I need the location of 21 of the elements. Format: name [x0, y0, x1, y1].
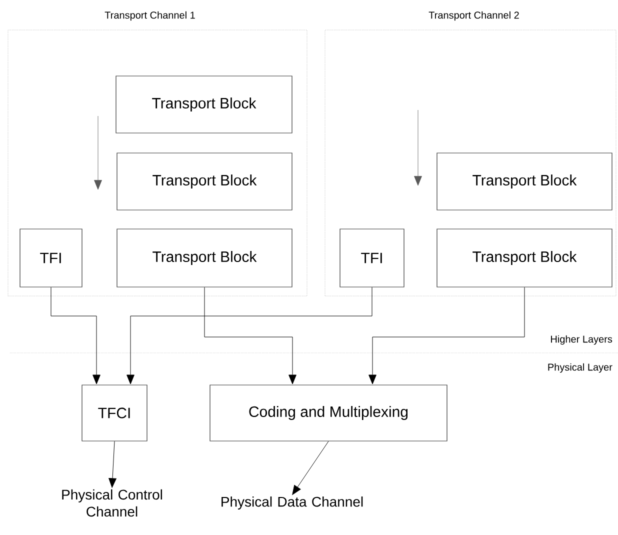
block-box: Transport Block [436, 228, 612, 288]
block-box: Transport Block [116, 152, 292, 210]
arrow [50, 287, 100, 384]
arrow [292, 441, 329, 495]
channel-title: Transport Channel 2 [428, 11, 519, 21]
layer-label: Higher Layers [551, 335, 612, 345]
channel-label: Physical Data Channel [222, 496, 363, 510]
block-box: Transport Block [436, 152, 612, 210]
block-box: TFCI [82, 384, 148, 442]
block-box: Coding and Multiplexing [210, 384, 448, 442]
arrow [204, 287, 296, 384]
channel-label: Physical Control Channel [62, 489, 162, 517]
block-box: TFI [340, 228, 404, 288]
block-box: Transport Block [116, 228, 292, 288]
arrow [368, 287, 525, 384]
block-box: TFI [20, 228, 82, 288]
layer-label: Physical Layer [548, 363, 612, 373]
block-box: Transport Block [116, 76, 292, 134]
channel-title: Transport Channel 1 [104, 11, 195, 21]
arrow [126, 287, 372, 384]
arrow [108, 441, 116, 488]
